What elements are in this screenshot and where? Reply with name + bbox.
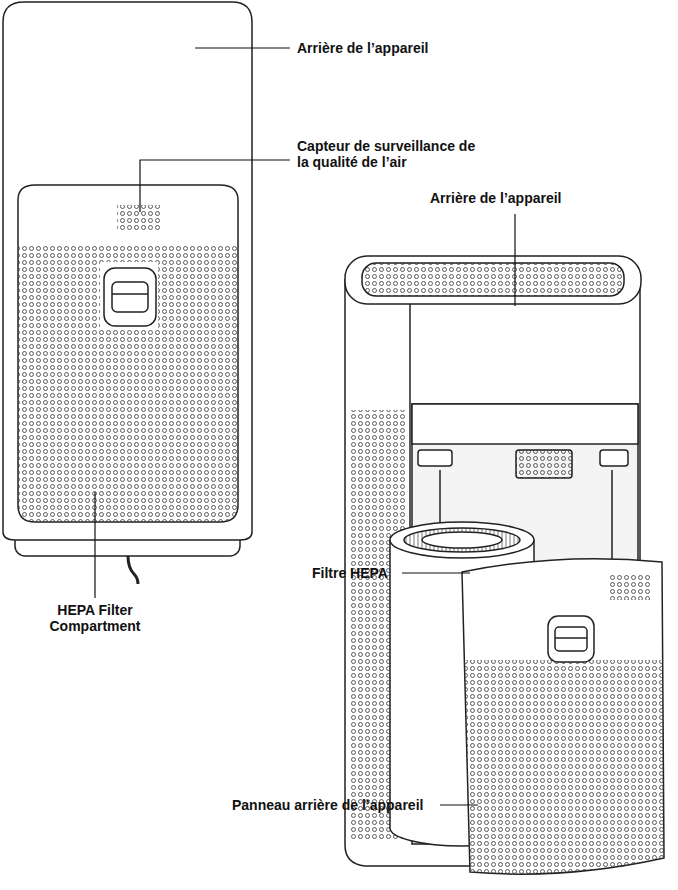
top-rim bbox=[345, 256, 641, 304]
top-grille bbox=[362, 263, 624, 296]
rear-view-device bbox=[3, 2, 252, 584]
panel-handle bbox=[548, 616, 594, 662]
handle-edge bbox=[112, 293, 148, 295]
dot-grille bbox=[462, 660, 666, 880]
part-label: Arrière de l’appareil bbox=[430, 190, 630, 206]
power-cord bbox=[128, 556, 138, 584]
leader-line bbox=[514, 214, 515, 306]
leader-lines bbox=[95, 48, 515, 805]
sensor-grille bbox=[608, 574, 650, 600]
sensor-grille bbox=[117, 205, 161, 231]
filter-pleats bbox=[404, 528, 520, 552]
dot-grille bbox=[18, 246, 240, 522]
part-label: HEPA Filter Compartment bbox=[40, 602, 150, 634]
opened-device bbox=[345, 256, 666, 880]
filter-top bbox=[390, 522, 534, 558]
compartment-top bbox=[412, 404, 638, 444]
rail bbox=[611, 470, 613, 560]
part-label: Filtre HEPA bbox=[312, 565, 412, 581]
handle-edge bbox=[555, 637, 587, 639]
device-body bbox=[3, 2, 252, 540]
leader-line bbox=[94, 492, 95, 598]
handle-clearance bbox=[100, 262, 158, 330]
filter-core bbox=[422, 532, 502, 548]
leader-line bbox=[402, 572, 470, 573]
leader-line bbox=[440, 804, 478, 805]
part-label: Arrière de l’appareil bbox=[297, 40, 497, 56]
part-label: Panneau arrière de l’appareil bbox=[232, 797, 442, 813]
panel-handle bbox=[104, 268, 156, 326]
leader-line bbox=[195, 47, 290, 48]
part-label: Capteur de surveillance de la qualité de… bbox=[297, 138, 482, 170]
latch bbox=[600, 450, 628, 466]
leader-line bbox=[140, 160, 290, 212]
latch bbox=[418, 450, 452, 466]
sensor-module bbox=[516, 450, 572, 478]
handle-grip bbox=[112, 282, 148, 312]
handle-grip bbox=[555, 627, 587, 651]
